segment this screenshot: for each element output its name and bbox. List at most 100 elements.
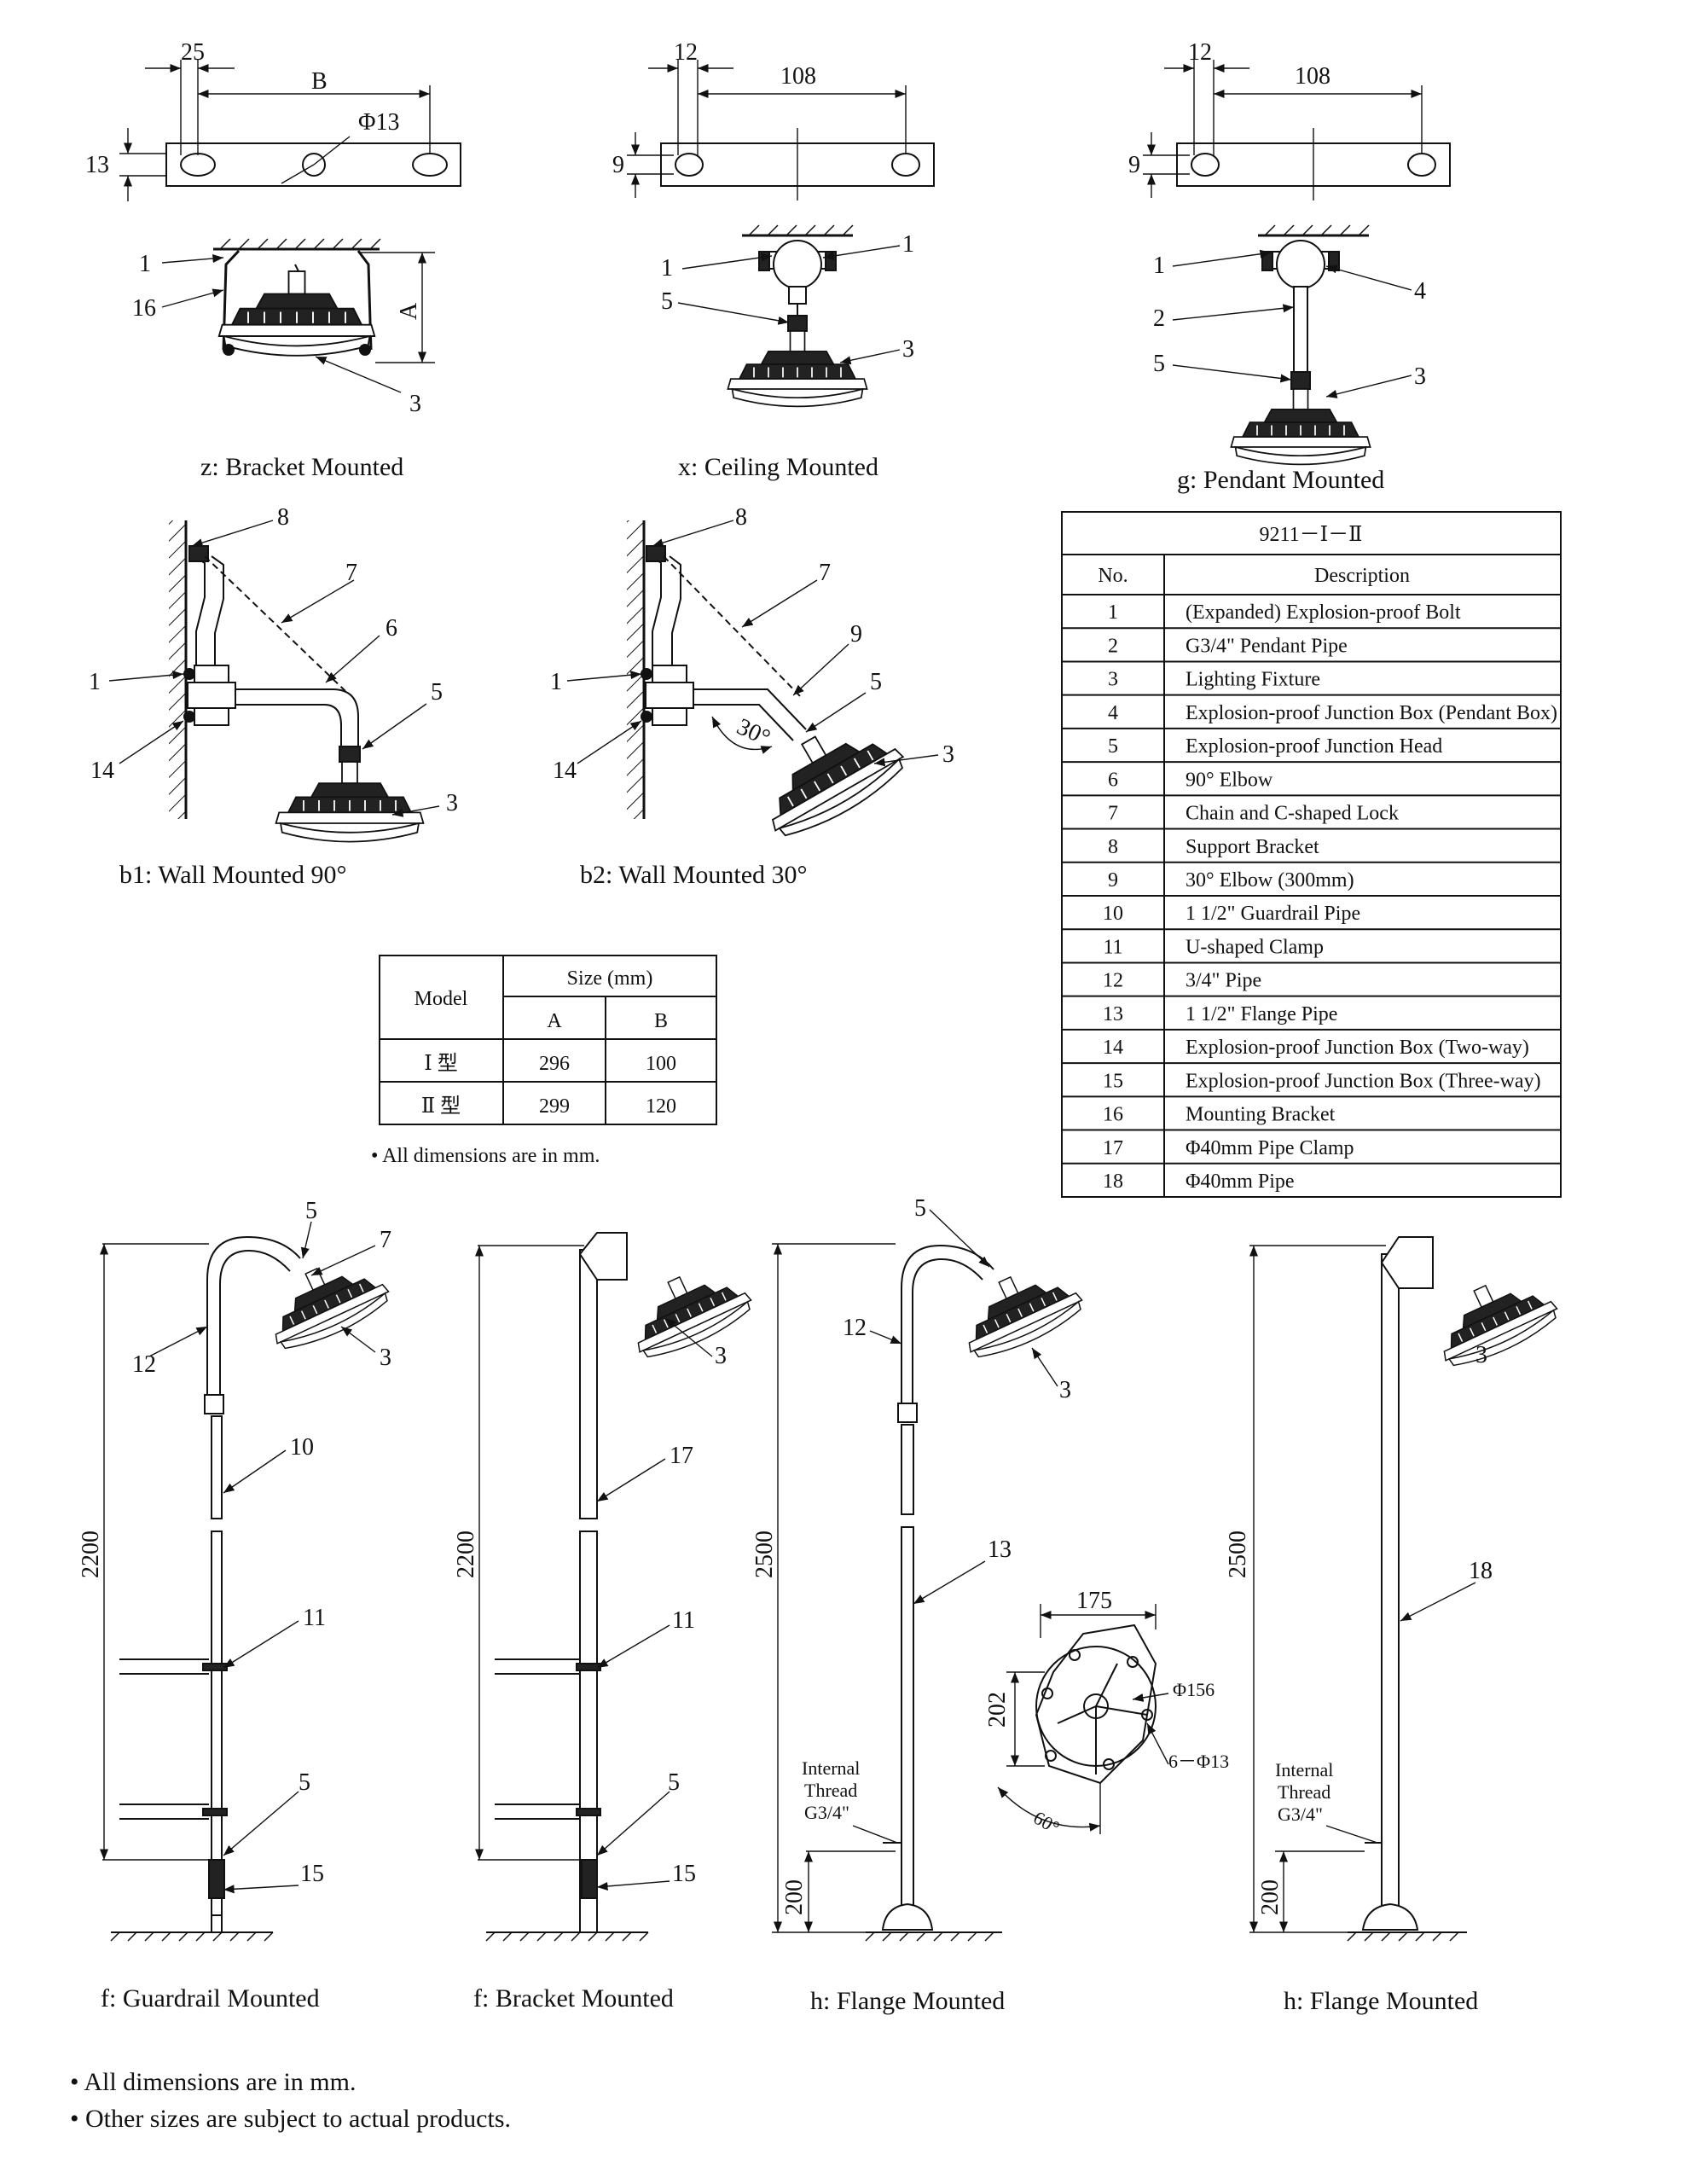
num-b2-14: 14 <box>553 758 577 784</box>
num-b2-1: 1 <box>550 669 562 695</box>
size-col-b: B <box>654 1010 668 1032</box>
thread1-line3: G3/4" <box>804 1802 849 1823</box>
flange-175: 175 <box>1076 1588 1112 1614</box>
num-f1-15: 15 <box>300 1861 324 1887</box>
num-g-1: 1 <box>1153 253 1165 279</box>
fixture-pipe-clamp <box>474 1232 758 1942</box>
parts-row-desc: Chain and C-shaped Lock <box>1186 803 1399 825</box>
parts-row-no: 11 <box>1103 936 1122 958</box>
num-g-5: 5 <box>1153 351 1165 377</box>
parts-row-no: 15 <box>1103 1070 1123 1092</box>
num-b1-6: 6 <box>386 615 397 642</box>
num-f1-3: 3 <box>380 1345 391 1371</box>
num-f2-3: 3 <box>715 1343 727 1369</box>
size-row2-b: 120 <box>646 1095 676 1118</box>
dim-9b: 9 <box>1128 152 1140 178</box>
dim-b: B <box>311 68 328 95</box>
num-h1-12: 12 <box>843 1315 867 1341</box>
num-b2-8: 8 <box>735 504 747 531</box>
size-row1-model: Ⅰ 型 <box>424 1052 457 1075</box>
num-x-1b: 1 <box>902 231 914 258</box>
num-b2-9: 9 <box>850 621 862 648</box>
num-f1-10: 10 <box>290 1434 314 1461</box>
thread1-line2: Thread <box>804 1780 857 1801</box>
parts-row-no: 18 <box>1103 1170 1123 1193</box>
flange-202: 202 <box>984 1692 1011 1728</box>
size-header: Size (mm) <box>567 967 653 990</box>
num-b2-3: 3 <box>942 741 954 768</box>
footer-note-1: • All dimensions are in mm. <box>70 2068 356 2096</box>
parts-row-no: 6 <box>1108 769 1118 791</box>
num-h1-3: 3 <box>1059 1377 1071 1403</box>
parts-row-desc: Φ40mm Pipe Clamp <box>1186 1137 1354 1159</box>
parts-desc-header: Description <box>1314 565 1410 587</box>
height-200a: 200 <box>781 1879 808 1915</box>
parts-row-desc: Explosion-proof Junction Head <box>1186 735 1442 758</box>
parts-row-no: 8 <box>1108 836 1118 858</box>
dim-108b: 108 <box>1295 63 1330 90</box>
num-z-1: 1 <box>139 251 151 277</box>
num-f2-15: 15 <box>672 1861 696 1887</box>
parts-row-no: 12 <box>1103 970 1123 992</box>
num-z-3: 3 <box>409 391 421 417</box>
caption-pendant-mounted: g: Pendant Mounted <box>1177 466 1384 494</box>
parts-row-no: 1 <box>1108 601 1118 624</box>
parts-table <box>1061 511 1562 1198</box>
num-f1-5b: 5 <box>299 1769 310 1796</box>
plate-x <box>627 60 935 200</box>
parts-row-desc: Φ40mm Pipe <box>1186 1170 1295 1193</box>
caption-flange-mounted-2: h: Flange Mounted <box>1284 1987 1478 2015</box>
parts-row-no: 4 <box>1108 702 1118 724</box>
flange-60: 60° <box>1030 1807 1064 1838</box>
parts-row-desc: G3/4" Pendant Pipe <box>1186 635 1348 657</box>
fixture-pendant <box>1172 224 1412 466</box>
fixture-guardrail <box>99 1221 396 1942</box>
parts-row-desc: 90° Elbow <box>1186 769 1273 791</box>
parts-row-desc: 1 1/2" Guardrail Pipe <box>1186 903 1360 925</box>
num-h1-5: 5 <box>914 1195 926 1222</box>
num-g-3: 3 <box>1414 363 1426 390</box>
num-f1-12: 12 <box>132 1351 156 1378</box>
parts-row-desc: 3/4" Pipe <box>1186 970 1261 992</box>
size-table <box>379 955 717 1125</box>
label-a: A <box>396 302 422 320</box>
dim-25: 25 <box>181 39 205 66</box>
parts-row-desc: (Expanded) Explosion-proof Bolt <box>1186 601 1461 624</box>
size-row2-a: 299 <box>539 1095 570 1118</box>
parts-row-no: 17 <box>1103 1137 1123 1159</box>
parts-row-desc: Explosion-proof Junction Box (Pendant Bo… <box>1186 702 1557 724</box>
parts-row-no: 3 <box>1108 669 1118 691</box>
footer-note-2: • Other sizes are subject to actual prod… <box>70 2105 511 2133</box>
num-f2-5: 5 <box>668 1769 680 1796</box>
plate-g <box>1143 60 1451 200</box>
dim-12a: 12 <box>674 39 698 66</box>
thread2-line3: G3/4" <box>1278 1804 1323 1825</box>
size-row1-b: 100 <box>646 1053 676 1075</box>
flange-phi156: Φ156 <box>1173 1679 1215 1700</box>
parts-row-no: 7 <box>1108 803 1118 825</box>
size-row1-a: 296 <box>539 1053 570 1075</box>
thread1-line1: Internal <box>802 1757 860 1779</box>
parts-row-desc: Explosion-proof Junction Box (Two-way) <box>1186 1037 1529 1059</box>
parts-row-no: 9 <box>1108 869 1118 892</box>
num-h2-18: 18 <box>1469 1558 1493 1584</box>
fixture-flange-1 <box>772 1209 1089 1942</box>
num-x-1a: 1 <box>661 255 673 282</box>
num-h2-3: 3 <box>1475 1342 1487 1368</box>
caption-bracket-mounted: z: Bracket Mounted <box>200 453 403 481</box>
dim-12b: 12 <box>1188 39 1212 66</box>
parts-row-desc: U-shaped Clamp <box>1186 936 1324 958</box>
num-g-4: 4 <box>1414 278 1426 305</box>
fixture-bracket <box>161 238 435 393</box>
dim-9a: 9 <box>612 152 624 178</box>
dim-13: 13 <box>85 152 109 178</box>
parts-row-desc: 30° Elbow (300mm) <box>1186 869 1354 892</box>
caption-wall-30: b2: Wall Mounted 30° <box>580 861 808 889</box>
num-b2-7: 7 <box>819 560 831 586</box>
dim-phi13: Φ13 <box>358 109 399 136</box>
size-col-a: A <box>547 1010 562 1032</box>
num-b1-8: 8 <box>277 504 289 531</box>
height-2200a: 2200 <box>78 1531 104 1578</box>
parts-row-no: 5 <box>1108 735 1118 758</box>
